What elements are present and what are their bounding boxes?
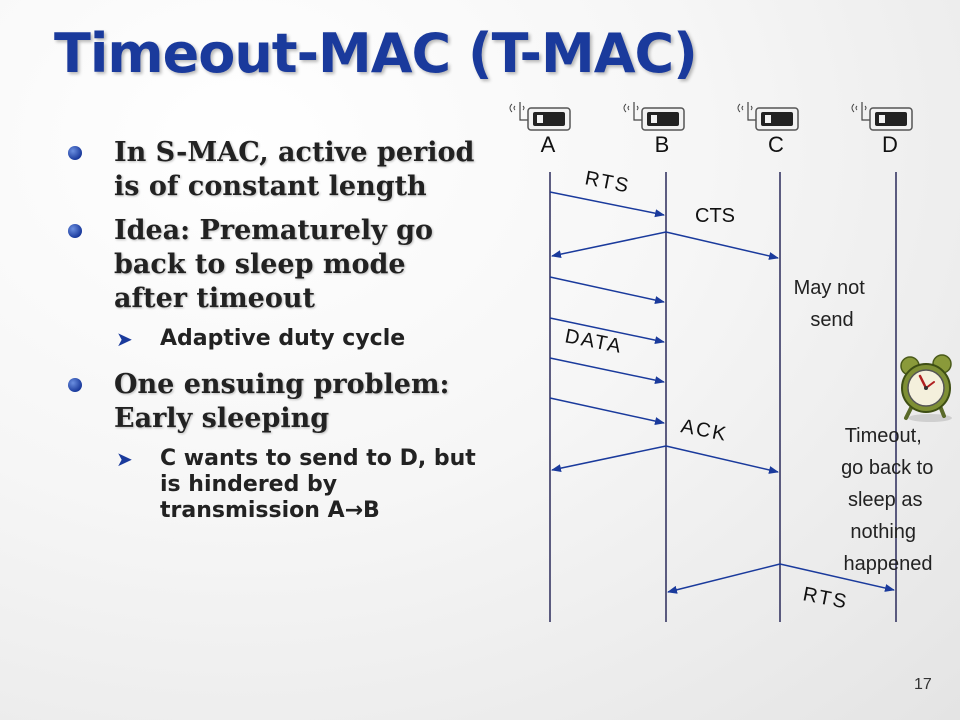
note-line: nothing <box>850 521 916 543</box>
bullet-item: One ensuing problem: Early sleeping <box>66 368 486 436</box>
sensor-node-icon <box>851 102 913 131</box>
node-label-d: D <box>882 132 898 157</box>
timeout-note: Timeout, go back to sleep as nothing hap… <box>841 425 939 575</box>
cts-label: CTS <box>695 205 735 227</box>
tmac-timing-diagram: A B C D RTS CTS DATA ACK RTS May not sen… <box>509 102 952 622</box>
note-line: sleep as <box>848 489 923 511</box>
note-line: send <box>810 309 853 331</box>
cts-arrow-to-c <box>665 231 779 260</box>
data-arrow <box>549 397 665 425</box>
alarm-clock-icon <box>900 354 952 422</box>
data-arrow <box>549 317 665 345</box>
note-line: May not <box>794 277 866 299</box>
rts2-arrow-to-b <box>667 563 781 594</box>
rts-arrow <box>549 191 665 218</box>
sub-bullet-text: C wants to send to D, but is hindered by… <box>160 446 476 523</box>
sub-bullet-item: ➤ Adaptive duty cycle <box>66 326 486 352</box>
note-line: happened <box>844 553 933 575</box>
ack-arrow-to-c <box>665 445 779 474</box>
node-label-b: B <box>655 132 670 157</box>
sub-bullet-item: ➤ C wants to send to D, but is hindered … <box>66 446 486 524</box>
sensor-node-icon <box>737 102 799 131</box>
sub-bullet-text: Adaptive duty cycle <box>160 326 406 351</box>
sensor-node-icon <box>509 102 571 131</box>
may-not-send-note: May not send <box>794 277 871 331</box>
bullet-dot-icon <box>68 224 82 238</box>
data-label: DATA <box>563 325 625 358</box>
cts-arrow-to-a <box>551 231 667 259</box>
bullet-list: In S-MAC, active period is of constant l… <box>66 136 486 534</box>
note-line: Timeout, <box>845 425 922 447</box>
bullet-item: Idea: Prematurely go back to sleep mode … <box>66 214 486 316</box>
page-number: 17 <box>914 676 932 693</box>
bullet-item: In S-MAC, active period is of constant l… <box>66 136 486 204</box>
data-arrow <box>549 357 665 385</box>
rts2-arrow-to-d <box>779 563 895 592</box>
bullet-text: Idea: Prematurely go back to sleep mode … <box>114 215 434 314</box>
bullet-dot-icon <box>68 146 82 160</box>
arrow-bullet-icon: ➤ <box>116 327 133 351</box>
note-line: go back to <box>841 457 933 479</box>
node-label-a: A <box>541 132 556 157</box>
data-arrow <box>549 276 665 304</box>
bullet-dot-icon <box>68 378 82 392</box>
slide-title: Timeout-MAC (T-MAC) <box>54 22 698 85</box>
ack-arrow-to-a <box>551 445 667 473</box>
bullet-text: In S-MAC, active period is of constant l… <box>114 137 475 202</box>
node-label-c: C <box>768 132 784 157</box>
ack-label: ACK <box>679 415 729 446</box>
bullet-text: One ensuing problem: Early sleeping <box>114 369 450 434</box>
arrow-bullet-icon: ➤ <box>116 447 133 471</box>
sensor-node-icon <box>623 102 685 131</box>
rts-label: RTS <box>583 167 632 197</box>
rts2-label: RTS <box>801 583 850 613</box>
